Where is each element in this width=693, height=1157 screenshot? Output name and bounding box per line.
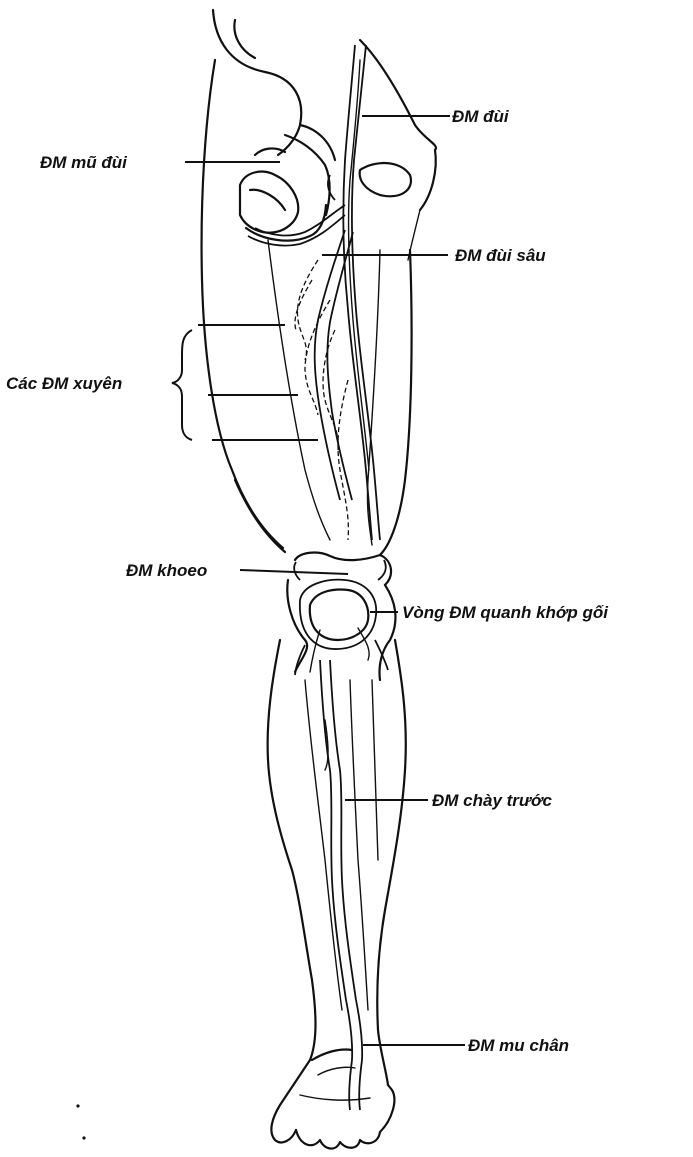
deep-femoral-artery [295,230,353,540]
speck-mark [82,1136,85,1139]
speck-mark [76,1104,79,1107]
label-cac-dm-xuyen: Các ĐM xuyên [6,374,122,393]
label-dm-dui: ĐM đùi [452,107,510,126]
label-dm-dui-sau: ĐM đùi sâu [455,246,546,265]
label-dm-chay-truoc: ĐM chày trước [432,791,552,810]
lower-leg-outline [268,640,406,1085]
femoral-artery [343,45,380,540]
leader-lines [172,116,465,1045]
label-dm-mu-chan: ĐM mu chân [468,1036,569,1055]
foot-outline [271,1049,394,1148]
label-dm-mu-dui: ĐM mũ đùi [40,153,128,172]
thigh-outline [202,60,412,555]
bracket-xuyen [172,330,192,440]
label-dm-khoeo: ĐM khoeo [126,561,207,580]
label-vong-dm: Vòng ĐM quanh khớp gối [402,603,609,622]
